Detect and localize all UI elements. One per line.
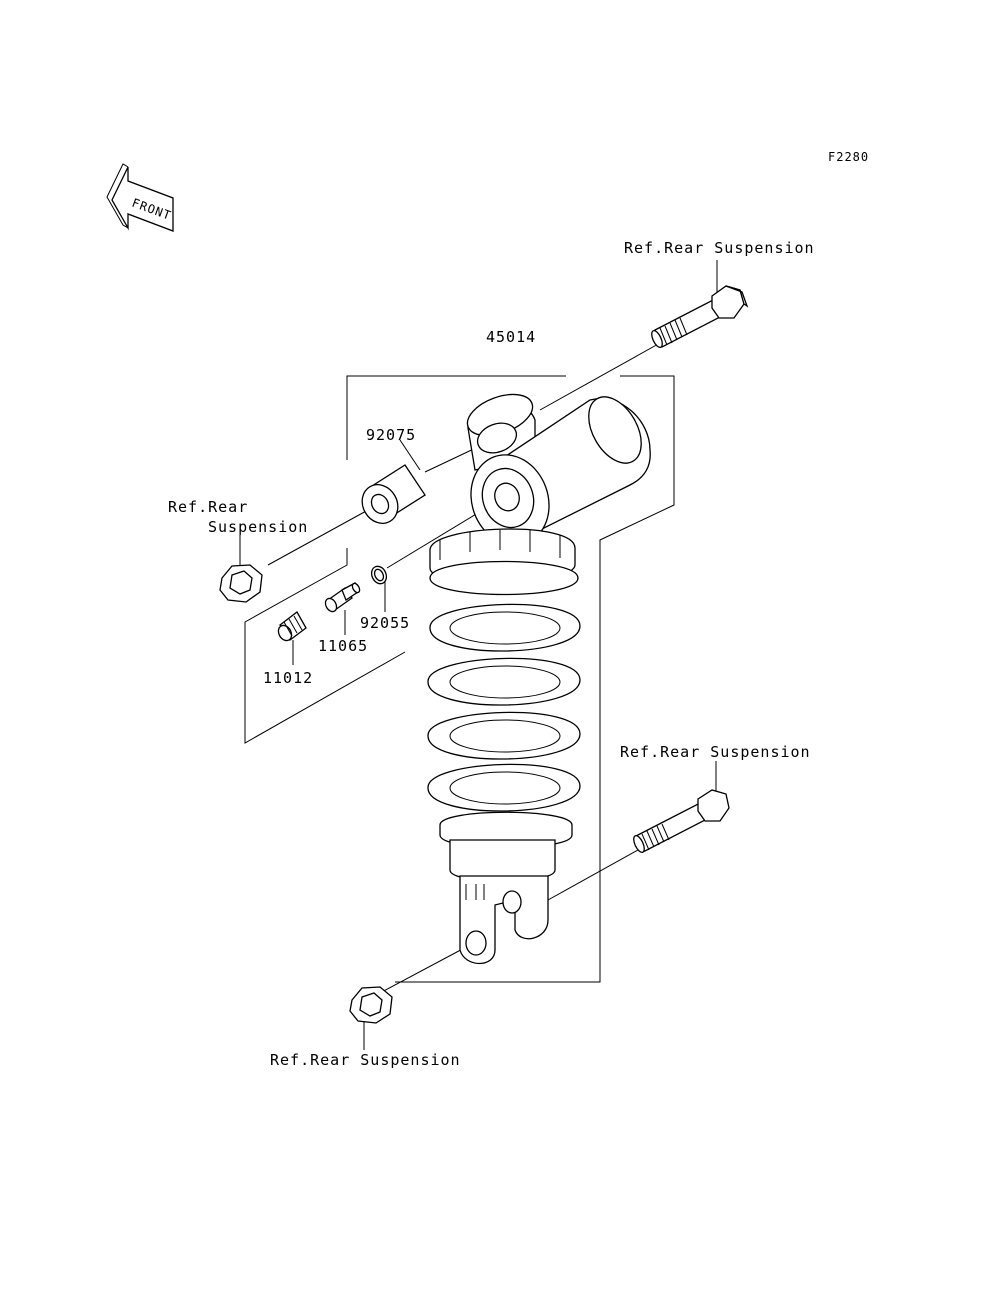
- figure-code: F2280: [828, 150, 869, 164]
- callout-11012: 11012: [263, 669, 313, 687]
- cap-11012: [277, 611, 307, 642]
- callout-11065: 11065: [318, 637, 368, 655]
- collar-92075: [361, 464, 426, 524]
- ref-bottom-nut: Ref.Rear Suspension: [270, 1051, 461, 1069]
- ref-left-nut-line2: Suspension: [208, 518, 308, 536]
- left-nut: [219, 564, 263, 603]
- o-ring-92055: [370, 565, 388, 585]
- top-bolt: [651, 285, 749, 348]
- ref-top-bolt: Ref.Rear Suspension: [624, 239, 815, 257]
- ref-bottom-bolt: Ref.Rear Suspension: [620, 743, 811, 761]
- shock-absorber-45014: [427, 393, 651, 964]
- callout-45014: 45014: [486, 328, 536, 346]
- assembly-bracket: [244, 375, 675, 983]
- callout-92075: 92075: [366, 426, 416, 444]
- front-direction-arrow-icon: FRONT: [106, 163, 174, 232]
- callout-92055: 92055: [360, 614, 410, 632]
- bottom-nut: [349, 986, 393, 1024]
- fitting-11065: [324, 582, 361, 613]
- bottom-bolt: [633, 789, 730, 853]
- ref-left-nut-line1: Ref.Rear: [168, 498, 248, 516]
- leader-lines: [239, 260, 718, 1050]
